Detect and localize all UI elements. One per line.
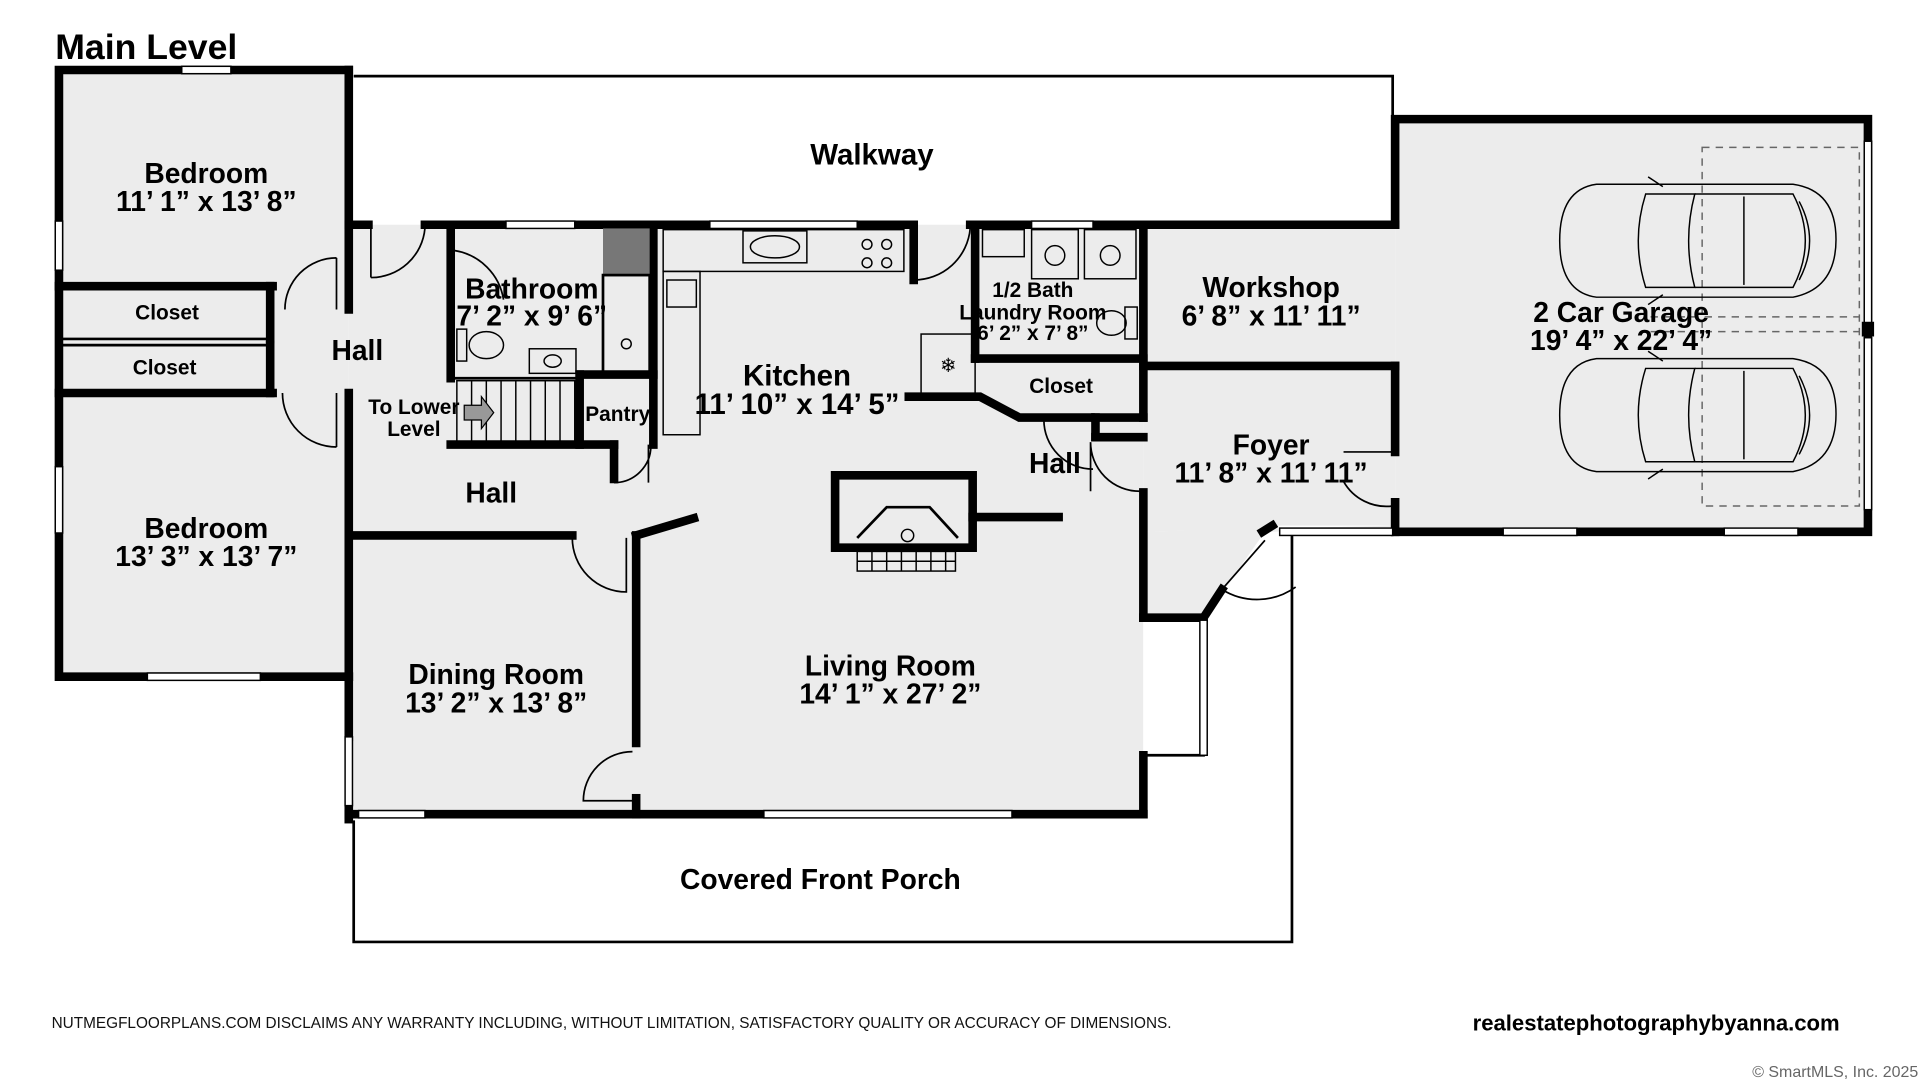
room-name-half-bath: 1/2 Bath [992, 279, 1073, 302]
room-name-hall-1: Hall [331, 334, 383, 366]
room-name-pantry: Pantry [585, 403, 650, 426]
room-name-hall-2: Hall [1029, 447, 1081, 479]
room-dims-bathroom: 7’ 2” x 9’ 6” [456, 299, 607, 331]
website-text: realestatephotographybyanna.com [1473, 1010, 1840, 1035]
room-name-foyer: Foyer [1233, 428, 1310, 460]
svg-text:❄: ❄ [940, 355, 956, 377]
room-dims-kitchen: 11’ 10” x 14’ 5” [695, 388, 900, 421]
room-name-garage: 2 Car Garage [1533, 296, 1709, 328]
doors [281, 228, 1393, 802]
car-icon [1558, 176, 1837, 306]
room-dims-garage: 19’ 4” x 22’ 4” [1530, 324, 1712, 356]
page-title: Main Level [55, 27, 237, 67]
room-name-hall-3: Hall [465, 476, 517, 508]
room-dims-foyer: 11’ 8” x 11’ 11” [1175, 457, 1368, 489]
room-name-bedroom-1: Bedroom [144, 157, 268, 189]
room-dims-bedroom-1: 11’ 1” x 13’ 8” [116, 185, 297, 217]
room-dims-bedroom-2: 13’ 3” x 13’ 7” [115, 540, 297, 572]
room-name-closet-1: Closet [135, 301, 199, 324]
fixtures: ❄ [456, 146, 1875, 507]
room-dims-living: 14’ 1” x 27’ 2” [799, 678, 981, 710]
room-name-kitchen: Kitchen [743, 360, 851, 393]
copyright-text: © SmartMLS, Inc. 2025 [1752, 1064, 1918, 1080]
room-dims-workshop: 6’ 8” x 11’ 11” [1182, 299, 1361, 331]
room-name-walkway: Walkway [810, 139, 934, 172]
room-name-closet-2: Closet [133, 357, 197, 380]
car-icon [1558, 350, 1837, 480]
label-to-lower-level-line-2: Level [387, 418, 440, 441]
label-to-lower-level-line-1: To Lower [368, 396, 459, 419]
windows [54, 65, 1873, 819]
disclaimer-text: NUTMEGFLOORPLANS.COM DISCLAIMS ANY WARRA… [52, 1015, 1172, 1032]
room-name-closet-3: Closet [1029, 375, 1093, 398]
room-name-porch: Covered Front Porch [680, 863, 961, 895]
room-name-bedroom-2: Bedroom [144, 512, 268, 544]
room-dims-half-bath: 6’ 2” x 7’ 8” [977, 322, 1088, 345]
room-name-bathroom: Bathroom [465, 272, 598, 304]
room-name-laundry: Laundry Room [959, 301, 1106, 324]
room-name-workshop: Workshop [1202, 271, 1340, 303]
room-name-dining: Dining Room [408, 658, 584, 690]
room-dims-dining: 13’ 2” x 13’ 8” [405, 686, 587, 718]
room-name-living: Living Room [805, 649, 976, 681]
